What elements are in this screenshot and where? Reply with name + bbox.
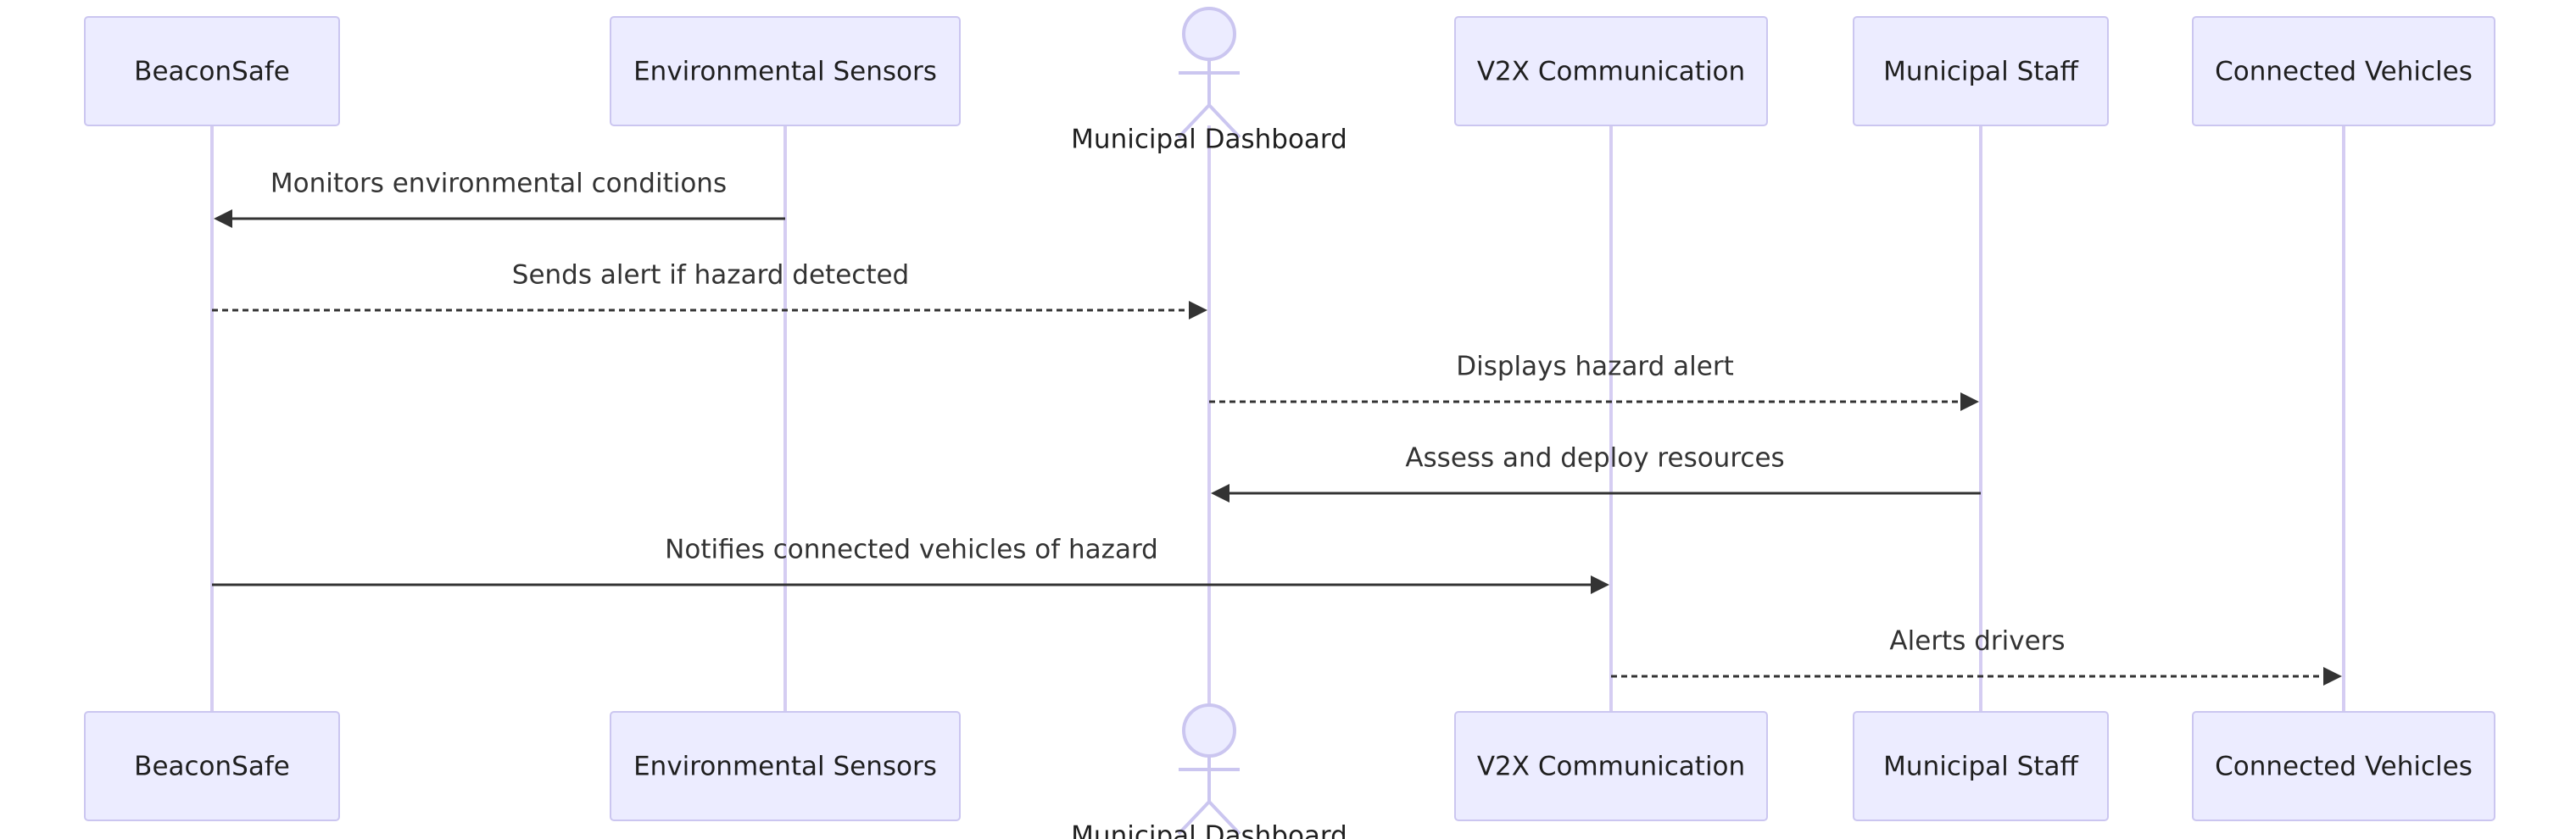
arrowhead-icon (1189, 301, 1207, 319)
message-2: Sends alert if hazard detected (212, 260, 1207, 319)
participant-v2x-bottom: V2X Communication (1454, 711, 1768, 821)
participant-label: Municipal Dashboard (1071, 125, 1347, 155)
message-label: Sends alert if hazard detected (512, 260, 909, 291)
participant-dashboard-top: Municipal Dashboard (1071, 7, 1347, 155)
actor-figure (1177, 59, 1241, 139)
participant-staff-bottom: Municipal Staff (1853, 711, 2109, 821)
participant-box (84, 16, 340, 126)
actor-head (1182, 703, 1236, 758)
message-label: Assess and deploy resources (1405, 443, 1784, 474)
participant-staff-top: Municipal Staff (1853, 16, 2109, 126)
arrowhead-icon (1960, 392, 1979, 411)
participant-label: Environmental Sensors (633, 752, 937, 782)
message-5: Notifies connected vehicles of hazard (212, 535, 1609, 594)
participant-sensors-top: Environmental Sensors (610, 16, 961, 126)
participant-beacon-bottom: BeaconSafe (84, 711, 340, 821)
participant-label: V2X Communication (1477, 57, 1745, 87)
participant-box (610, 711, 961, 821)
message-label: Notifies connected vehicles of hazard (665, 535, 1158, 565)
participant-box (2192, 16, 2495, 126)
participant-box (610, 16, 961, 126)
participant-vehicles-bottom: Connected Vehicles (2192, 711, 2495, 821)
message-4: Assess and deploy resources (1211, 443, 1981, 503)
participant-dashboard-bottom: Municipal Dashboard (1071, 703, 1347, 839)
message-1: Monitors environmental conditions (214, 169, 785, 228)
participant-box (1853, 16, 2109, 126)
actor-head (1182, 7, 1236, 61)
arrowhead-icon (1591, 575, 1609, 594)
actor-figure (1177, 756, 1241, 836)
arrowhead-icon (2323, 667, 2342, 686)
participant-label: Environmental Sensors (633, 57, 937, 87)
message-label: Monitors environmental conditions (270, 169, 727, 199)
participant-label: Municipal Dashboard (1071, 821, 1347, 839)
participant-label: Municipal Staff (1883, 752, 2078, 782)
lifelines (210, 125, 2345, 712)
message-6: Alerts drivers (1611, 626, 2342, 686)
participant-label: Municipal Staff (1883, 57, 2078, 87)
message-label: Alerts drivers (1889, 626, 2065, 657)
message-3: Displays hazard alert (1209, 352, 1979, 411)
participant-label: Connected Vehicles (2215, 752, 2473, 782)
participant-box (2192, 711, 2495, 821)
arrowhead-icon (214, 209, 232, 228)
participant-vehicles-top: Connected Vehicles (2192, 16, 2495, 126)
participant-box (1454, 16, 1768, 126)
participant-sensors-bottom: Environmental Sensors (610, 711, 961, 821)
participant-beacon-top: BeaconSafe (84, 16, 340, 126)
participant-box (1853, 711, 2109, 821)
message-label: Displays hazard alert (1456, 352, 1734, 382)
participant-label: V2X Communication (1477, 752, 1745, 782)
arrowhead-icon (1211, 484, 1229, 503)
participant-label: BeaconSafe (134, 57, 290, 87)
participant-v2x-top: V2X Communication (1454, 16, 1768, 126)
participant-box (84, 711, 340, 821)
participant-label: Connected Vehicles (2215, 57, 2473, 87)
participant-box (1454, 711, 1768, 821)
participant-label: BeaconSafe (134, 752, 290, 782)
